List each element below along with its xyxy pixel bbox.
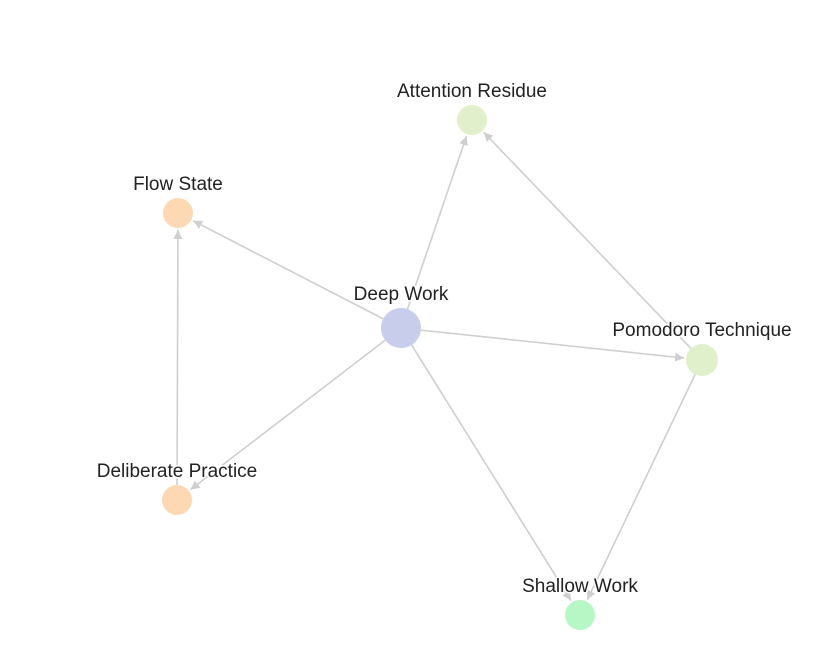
- node-label-attention-residue: Attention Residue: [397, 81, 547, 102]
- node-label-deliberate-practice: Deliberate Practice: [97, 461, 258, 482]
- node-label-shallow-work: Shallow Work: [522, 576, 638, 597]
- node-deep-work[interactable]: [381, 308, 421, 348]
- edge-pomodoro-to-shallow_work: [586, 374, 696, 601]
- node-pomodoro[interactable]: [686, 344, 718, 376]
- node-label-pomodoro: Pomodoro Technique: [612, 320, 791, 341]
- edge-deep_work-to-flow_state: [192, 220, 384, 320]
- edge-deep_work-to-deliberate_practice: [189, 339, 386, 491]
- edge-deep_work-to-pomodoro: [420, 329, 685, 362]
- edge-pomodoro-to-attention_residue: [483, 131, 692, 350]
- node-shallow-work[interactable]: [565, 600, 595, 630]
- node-label-flow-state: Flow State: [133, 174, 223, 195]
- node-attention-residue[interactable]: [457, 105, 487, 135]
- node-flow-state[interactable]: [163, 198, 193, 228]
- node-deliberate-practice[interactable]: [162, 485, 192, 515]
- node-label-deep-work: Deep Work: [354, 284, 449, 305]
- edge-deep_work-to-shallow_work: [410, 344, 572, 601]
- edge-deep_work-to-attention_residue: [406, 135, 468, 310]
- edge-deliberate_practice-to-flow_state: [173, 229, 183, 486]
